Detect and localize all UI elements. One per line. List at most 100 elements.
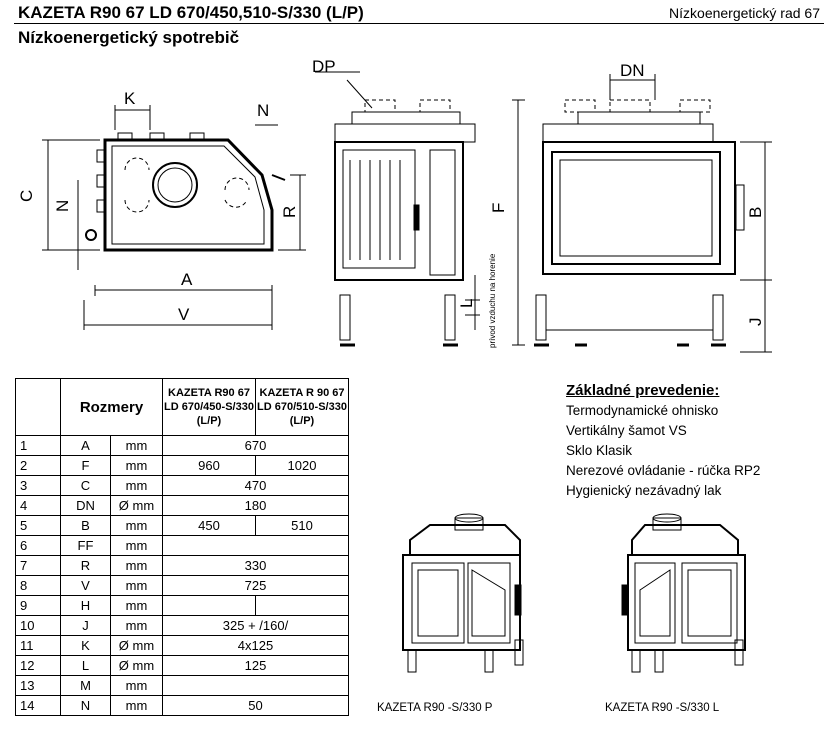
dimension-value-510: [255, 595, 349, 616]
dimension-symbol: DN: [60, 495, 111, 516]
series-name: Nízkoenergetický rad 67: [669, 5, 820, 21]
dimension-unit: mm: [110, 595, 163, 616]
dimension-value-450: [162, 595, 256, 616]
row-number: 1: [15, 435, 61, 456]
row-number: 2: [15, 455, 61, 476]
side-view-drawing: [315, 71, 525, 347]
dimension-unit: mm: [110, 675, 163, 696]
dimension-value-510: 510: [255, 515, 349, 536]
row-number: 3: [15, 475, 61, 496]
dimension-unit: Ø mm: [110, 495, 163, 516]
row-number: 8: [15, 575, 61, 596]
dimension-unit: mm: [110, 615, 163, 636]
row-number: 9: [15, 595, 61, 616]
row-number: 14: [15, 695, 61, 716]
dimension-value: [162, 675, 349, 696]
dimension-value-450: 960: [162, 455, 256, 476]
dimension-symbol: N: [60, 695, 111, 716]
table-title: Rozmery: [60, 378, 163, 436]
table-header-row: Rozmery KAZETA R90 67 LD 670/450-S/330 (…: [15, 378, 349, 436]
basic-equipment-item: Nerezové ovládanie - rúčka RP2: [566, 463, 761, 478]
row-number: 4: [15, 495, 61, 516]
row-number: 11: [15, 635, 61, 656]
dim-label-A: A: [181, 270, 193, 289]
row-number: 5: [15, 515, 61, 536]
dim-label-F: F: [489, 203, 508, 213]
dimension-symbol: FF: [60, 535, 111, 556]
dim-label-B: B: [746, 207, 765, 218]
dim-label-R: R: [280, 206, 299, 218]
air-supply-label: prívod vzduchu na horenie: [488, 253, 497, 348]
row-number: 13: [15, 675, 61, 696]
dimension-unit: mm: [110, 455, 163, 476]
dimension-unit: mm: [110, 695, 163, 716]
dimension-symbol: R: [60, 555, 111, 576]
dimension-value: 725: [162, 575, 349, 596]
dimension-unit: mm: [110, 575, 163, 596]
table-col-450: KAZETA R90 67 LD 670/450-S/330 (L/P): [162, 378, 256, 436]
dimensions-table: Rozmery KAZETA R90 67 LD 670/450-S/330 (…: [15, 378, 349, 716]
dimension-value-450: 450: [162, 515, 256, 536]
dimension-unit: mm: [110, 475, 163, 496]
top-view-drawing: [42, 105, 306, 330]
row-number: 7: [15, 555, 61, 576]
dimension-symbol: V: [60, 575, 111, 596]
row-number: 12: [15, 655, 61, 676]
dimension-symbol: L: [60, 655, 111, 676]
dimension-unit: mm: [110, 555, 163, 576]
dim-label-N-side: N: [53, 200, 72, 212]
dimension-unit: mm: [110, 435, 163, 456]
dim-label-K: K: [124, 89, 136, 108]
basic-equipment: Základné prevedenie: Termodynamické ohni…: [566, 381, 760, 501]
basic-equipment-item: Vertikálny šamot VS: [566, 423, 687, 438]
dimension-unit: mm: [110, 515, 163, 536]
dimension-symbol: A: [60, 435, 111, 456]
page-title: KAZETA R90 67 LD 670/450,510-S/330 (L/P): [18, 3, 364, 22]
basic-equipment-heading: Základné prevedenie:: [566, 382, 720, 399]
table-header-corner: [15, 378, 61, 436]
page-subtitle: Nízkoenergetický spotrebič: [18, 28, 240, 47]
row-number: 6: [15, 535, 61, 556]
dimension-value: [162, 535, 349, 556]
dimension-value: 180: [162, 495, 349, 516]
dim-label-L: L: [457, 299, 476, 308]
dimension-value: 470: [162, 475, 349, 496]
basic-equipment-item: Termodynamické ohnisko: [566, 403, 719, 418]
dimension-unit: mm: [110, 535, 163, 556]
dim-label-J: J: [746, 318, 765, 327]
dimension-symbol: J: [60, 615, 111, 636]
dimension-value: 4x125: [162, 635, 349, 656]
dimension-unit: Ø mm: [110, 655, 163, 676]
front-view-drawing: [534, 74, 772, 353]
title-divider: [14, 23, 824, 24]
dimension-value: 330: [162, 555, 349, 576]
dimension-symbol: M: [60, 675, 111, 696]
product-image-p: [402, 513, 524, 673]
basic-equipment-item: Sklo Klasik: [566, 443, 633, 458]
dim-label-C: C: [17, 190, 36, 202]
caption-l: KAZETA R90 -S/330 L: [605, 702, 720, 714]
dimension-symbol: B: [60, 515, 111, 536]
dimension-value-510: 1020: [255, 455, 349, 476]
dimension-symbol: F: [60, 455, 111, 476]
dimension-value: 325 + /160/: [162, 615, 349, 636]
dimension-value: 670: [162, 435, 349, 456]
dimension-symbol: H: [60, 595, 111, 616]
dimension-unit: Ø mm: [110, 635, 163, 656]
dimension-symbol: C: [60, 475, 111, 496]
